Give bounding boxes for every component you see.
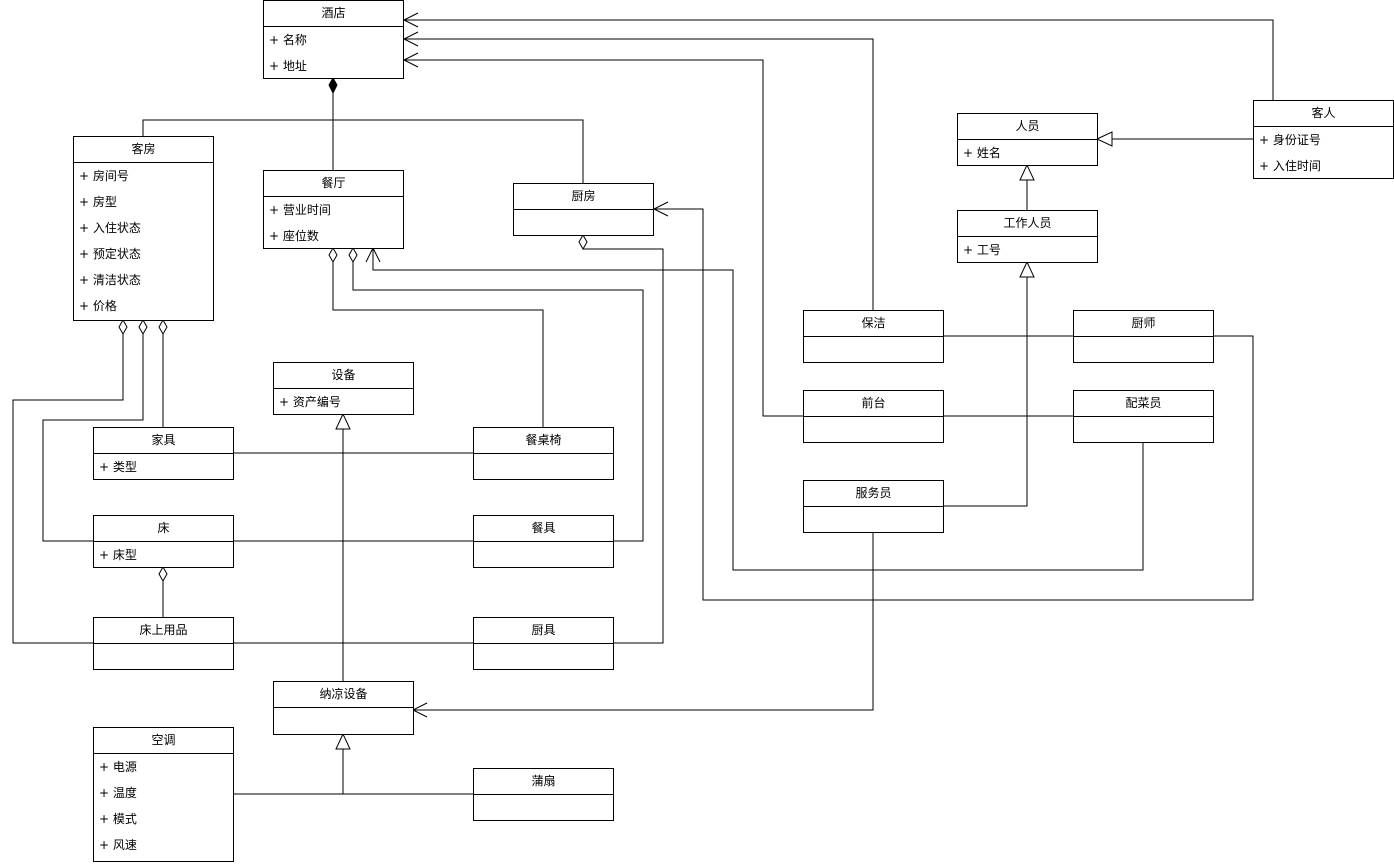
class-attribute: + 风速 — [99, 838, 137, 852]
generalization-triangle-icon — [335, 412, 351, 430]
aggregation-diamond-icon — [138, 318, 148, 336]
open-arrow-icon — [402, 31, 419, 47]
class-name: 蒲扇 — [474, 769, 613, 795]
class-name: 厨具 — [474, 618, 613, 644]
class-box-kitchen[interactable]: 厨房 — [513, 183, 654, 236]
aggregation-diamond-icon — [348, 246, 358, 264]
class-attribute: + 入住时间 — [1259, 159, 1321, 173]
class-attribute: + 入住状态 — [79, 221, 141, 235]
open-arrow-icon — [652, 201, 669, 217]
class-name: 床 — [94, 516, 233, 542]
aggregation-diamond-icon — [578, 233, 588, 251]
open-arrow-icon — [402, 52, 419, 68]
class-box-reception[interactable]: 前台 — [803, 390, 944, 443]
class-box-person[interactable]: 人员 + 姓名 — [957, 113, 1098, 166]
class-attribute: + 电源 — [99, 760, 137, 774]
class-box-hotel[interactable]: 酒店 + 名称 + 地址 — [263, 0, 404, 79]
agg-kitchen-kitchenware — [12, 248, 664, 644]
assoc-cleaner-hotel — [404, 38, 874, 310]
class-box-cleaner[interactable]: 保洁 — [803, 310, 944, 363]
class-name: 前台 — [804, 391, 943, 417]
class-name: 客房 — [74, 137, 213, 163]
generalization-triangle-icon — [1095, 131, 1113, 147]
class-box-aircon[interactable]: 空调 + 电源 + 温度 + 模式 + 风速 — [93, 727, 234, 862]
class-attribute: + 地址 — [269, 59, 307, 73]
class-attribute: + 座位数 — [269, 229, 319, 243]
class-box-tableware[interactable]: 餐具 — [473, 515, 614, 568]
class-attribute: + 床型 — [99, 548, 137, 562]
aggregation-diamond-icon — [158, 318, 168, 336]
class-name: 家具 — [94, 428, 233, 454]
gen-waiter-staff — [943, 277, 1028, 507]
class-name: 餐具 — [474, 516, 613, 542]
class-attribute: + 工号 — [963, 243, 1001, 257]
class-box-cooling[interactable]: 纳凉设备 — [273, 681, 414, 735]
class-attribute: + 营业时间 — [269, 203, 331, 217]
class-attribute: + 预定状态 — [79, 247, 141, 261]
class-name: 保洁 — [804, 311, 943, 337]
class-name: 纳凉设备 — [274, 682, 413, 708]
class-box-kitchenware[interactable]: 厨具 — [473, 617, 614, 670]
class-attribute: + 价格 — [79, 299, 117, 313]
class-attribute: + 姓名 — [963, 146, 1001, 160]
class-attribute: + 温度 — [99, 786, 137, 800]
composition-branch — [142, 119, 584, 183]
generalization-triangle-icon — [1019, 163, 1035, 181]
assoc-guest-hotel — [404, 19, 1274, 100]
class-attribute: + 身份证号 — [1259, 133, 1321, 147]
class-name: 配菜员 — [1074, 391, 1213, 417]
class-name: 服务员 — [804, 481, 943, 507]
class-box-bedding[interactable]: 床上用品 — [93, 617, 234, 670]
class-box-fan[interactable]: 蒲扇 — [473, 768, 614, 821]
class-attribute: + 房间号 — [79, 169, 129, 183]
class-name: 餐厅 — [264, 171, 403, 197]
open-arrow-icon — [402, 12, 419, 28]
class-attribute: + 类型 — [99, 460, 137, 474]
class-name: 空调 — [94, 728, 233, 754]
class-attribute: + 房型 — [79, 195, 117, 209]
class-name: 厨师 — [1074, 311, 1213, 337]
class-attribute: + 资产编号 — [279, 395, 341, 409]
aggregation-diamond-icon — [158, 565, 168, 583]
class-box-prep-cook[interactable]: 配菜员 — [1073, 390, 1214, 443]
class-box-restaurant[interactable]: 餐厅 + 营业时间 + 座位数 — [263, 170, 404, 249]
class-name: 厨房 — [514, 184, 653, 210]
generalization-triangle-icon — [1019, 260, 1035, 278]
class-box-staff[interactable]: 工作人员 + 工号 — [957, 210, 1098, 263]
class-box-equipment[interactable]: 设备 + 资产编号 — [273, 362, 414, 415]
class-box-dining-set[interactable]: 餐桌椅 — [473, 427, 614, 480]
class-name: 工作人员 — [958, 211, 1097, 237]
class-name: 床上用品 — [94, 618, 233, 644]
class-box-furniture[interactable]: 家具 + 类型 — [93, 427, 234, 480]
class-attribute: + 名称 — [269, 33, 307, 47]
class-name: 人员 — [958, 114, 1097, 140]
class-box-waiter[interactable]: 服务员 — [803, 480, 944, 533]
composition-diamond-icon — [328, 76, 338, 95]
assoc-waiter-cooling — [413, 532, 874, 711]
class-attribute: + 清洁状态 — [79, 273, 141, 287]
aggregation-diamond-icon — [118, 318, 128, 336]
agg-restaurant-diningset — [332, 262, 544, 427]
assoc-prep-restaurant — [372, 248, 1144, 571]
class-box-bed[interactable]: 床 + 床型 — [93, 515, 234, 568]
class-name: 设备 — [274, 363, 413, 389]
class-box-chef[interactable]: 厨师 — [1073, 310, 1214, 363]
class-box-guest[interactable]: 客人 + 身份证号 + 入住时间 — [1253, 100, 1394, 179]
class-name: 客人 — [1254, 101, 1393, 127]
class-box-guestroom[interactable]: 客房 + 房间号 + 房型 + 入住状态 + 预定状态 + 清洁状态 + 价格 — [73, 136, 214, 321]
class-attribute: + 模式 — [99, 812, 137, 826]
class-name: 餐桌椅 — [474, 428, 613, 454]
generalization-triangle-icon — [335, 732, 351, 750]
aggregation-diamond-icon — [328, 246, 338, 264]
class-name: 酒店 — [264, 1, 403, 27]
